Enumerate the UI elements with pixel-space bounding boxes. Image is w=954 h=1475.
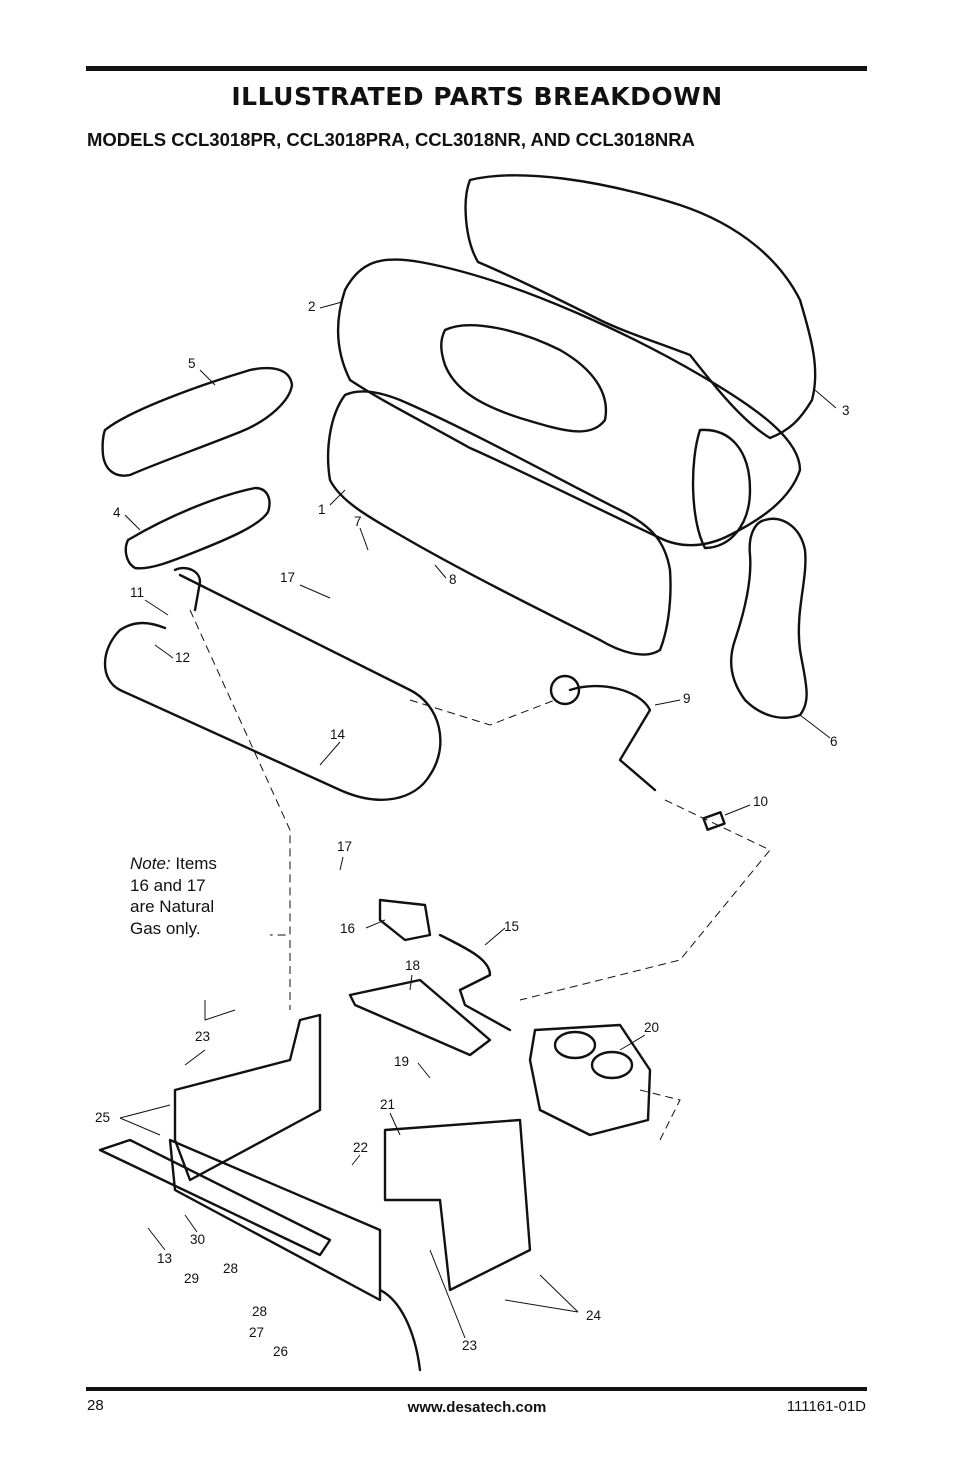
- pilot-tube: [438, 933, 512, 1032]
- leader-7: [359, 527, 369, 551]
- leader-4: [124, 514, 141, 531]
- leader-16: [365, 919, 386, 929]
- leader-20: [619, 1034, 646, 1051]
- callout-11: 11: [130, 585, 145, 600]
- top-rule: [86, 66, 867, 71]
- middle-log: [336, 258, 802, 547]
- callout-7: 7: [354, 514, 362, 529]
- leader-18: [409, 974, 413, 991]
- callout-27: 27: [249, 1325, 265, 1340]
- callout-15: 15: [504, 919, 520, 934]
- bracket-25: [98, 1138, 332, 1257]
- small-log-4: [124, 486, 271, 570]
- leader-10: [724, 804, 751, 816]
- callout-29: 29: [184, 1271, 200, 1286]
- callout-17-top: 17: [280, 570, 296, 585]
- leader-5: [199, 369, 216, 386]
- fitting-10: [702, 811, 726, 831]
- leader-12: [154, 644, 174, 659]
- callout-16: 16: [340, 921, 356, 936]
- callout-12: 12: [175, 650, 191, 665]
- page-number: 28: [87, 1397, 104, 1414]
- leader-dashed-1: [189, 609, 291, 936]
- callout-28-bottom: 28: [252, 1304, 268, 1319]
- small-log-5: [101, 366, 294, 477]
- bracket-18: [348, 978, 492, 1057]
- leader-11: [144, 599, 169, 616]
- middle-log-face: [440, 324, 608, 433]
- leader-21: [389, 1112, 401, 1136]
- leader-24: [504, 1274, 579, 1313]
- gas-valve: [528, 1023, 652, 1137]
- callout-2: 2: [308, 299, 316, 314]
- burner-tube-front: [173, 566, 202, 612]
- callout-1: 1: [318, 502, 326, 517]
- callout-13: 13: [157, 1251, 173, 1266]
- burner-inlet: [549, 674, 581, 706]
- callout-21: 21: [380, 1097, 396, 1112]
- callout-22: 22: [353, 1140, 369, 1155]
- document-number: 111161-01D: [786, 1398, 866, 1415]
- callout-8: 8: [449, 572, 457, 587]
- callout-17-bottom: 17: [337, 839, 353, 854]
- callout-9: 9: [683, 691, 691, 706]
- callout-14: 14: [330, 727, 346, 742]
- leader-1: [329, 489, 346, 506]
- page-title: ILLUSTRATED PARTS BREAKDOWN: [231, 82, 723, 111]
- callout-25: 25: [95, 1110, 111, 1125]
- note-lead: Note:: [130, 854, 171, 873]
- callout-5: 5: [188, 356, 196, 371]
- leader-15: [484, 927, 506, 946]
- leader-23b: [429, 1249, 466, 1339]
- callout-3: 3: [842, 403, 850, 418]
- callout-19: 19: [394, 1054, 410, 1069]
- chassis-base: [168, 1138, 382, 1302]
- leader-dashed-4: [519, 799, 771, 1001]
- branch-log: [729, 517, 808, 719]
- natural-gas-note: Note: Items 16 and 17 are Natural Gas on…: [130, 853, 217, 939]
- leader-8: [434, 564, 447, 579]
- leader-19: [417, 1062, 431, 1079]
- leader-9: [654, 699, 681, 706]
- callout-30: 30: [190, 1232, 206, 1247]
- leader-2: [319, 301, 343, 309]
- callout-26: 26: [273, 1344, 289, 1359]
- callout-10: 10: [753, 794, 769, 809]
- rear-log: [464, 174, 817, 440]
- gas-line: [568, 684, 657, 792]
- leader-25: [119, 1104, 171, 1136]
- gas-line-bottom: [378, 1288, 422, 1372]
- leader-17a: [299, 584, 331, 599]
- callout-23-top: 23: [195, 1029, 211, 1044]
- callout-24: 24: [586, 1308, 602, 1323]
- leader-14: [319, 741, 341, 766]
- leader-dashed-3: [409, 699, 556, 726]
- leader-22: [351, 1154, 361, 1166]
- callout-20: 20: [644, 1020, 660, 1035]
- leader-3: [814, 389, 837, 409]
- models-subtitle: MODELS CCL3018PR, CCL3018PRA, CCL3018NR,…: [87, 129, 695, 150]
- callout-18: 18: [405, 958, 421, 973]
- chassis-right: [383, 1118, 532, 1292]
- leader-23a: [184, 1000, 236, 1066]
- callout-6: 6: [830, 734, 838, 749]
- regulator: [378, 898, 432, 942]
- note-body: Items 16 and 17 are Natural Gas only.: [130, 854, 217, 938]
- callout-28-top: 28: [223, 1261, 239, 1276]
- callout-4: 4: [113, 505, 121, 520]
- leader-6: [799, 714, 831, 739]
- leader-dashed-5: [639, 1089, 681, 1141]
- bottom-rule: [86, 1387, 867, 1391]
- middle-log-end: [691, 428, 752, 550]
- callout-23-bottom: 23: [462, 1338, 478, 1353]
- chassis-left: [173, 1013, 322, 1182]
- leader-13: [147, 1227, 166, 1251]
- burner-loop: [103, 573, 442, 801]
- leader-30: [184, 1214, 198, 1233]
- front-log: [326, 390, 672, 656]
- leader-17b: [339, 856, 344, 871]
- website-url: www.desatech.com: [407, 1399, 547, 1416]
